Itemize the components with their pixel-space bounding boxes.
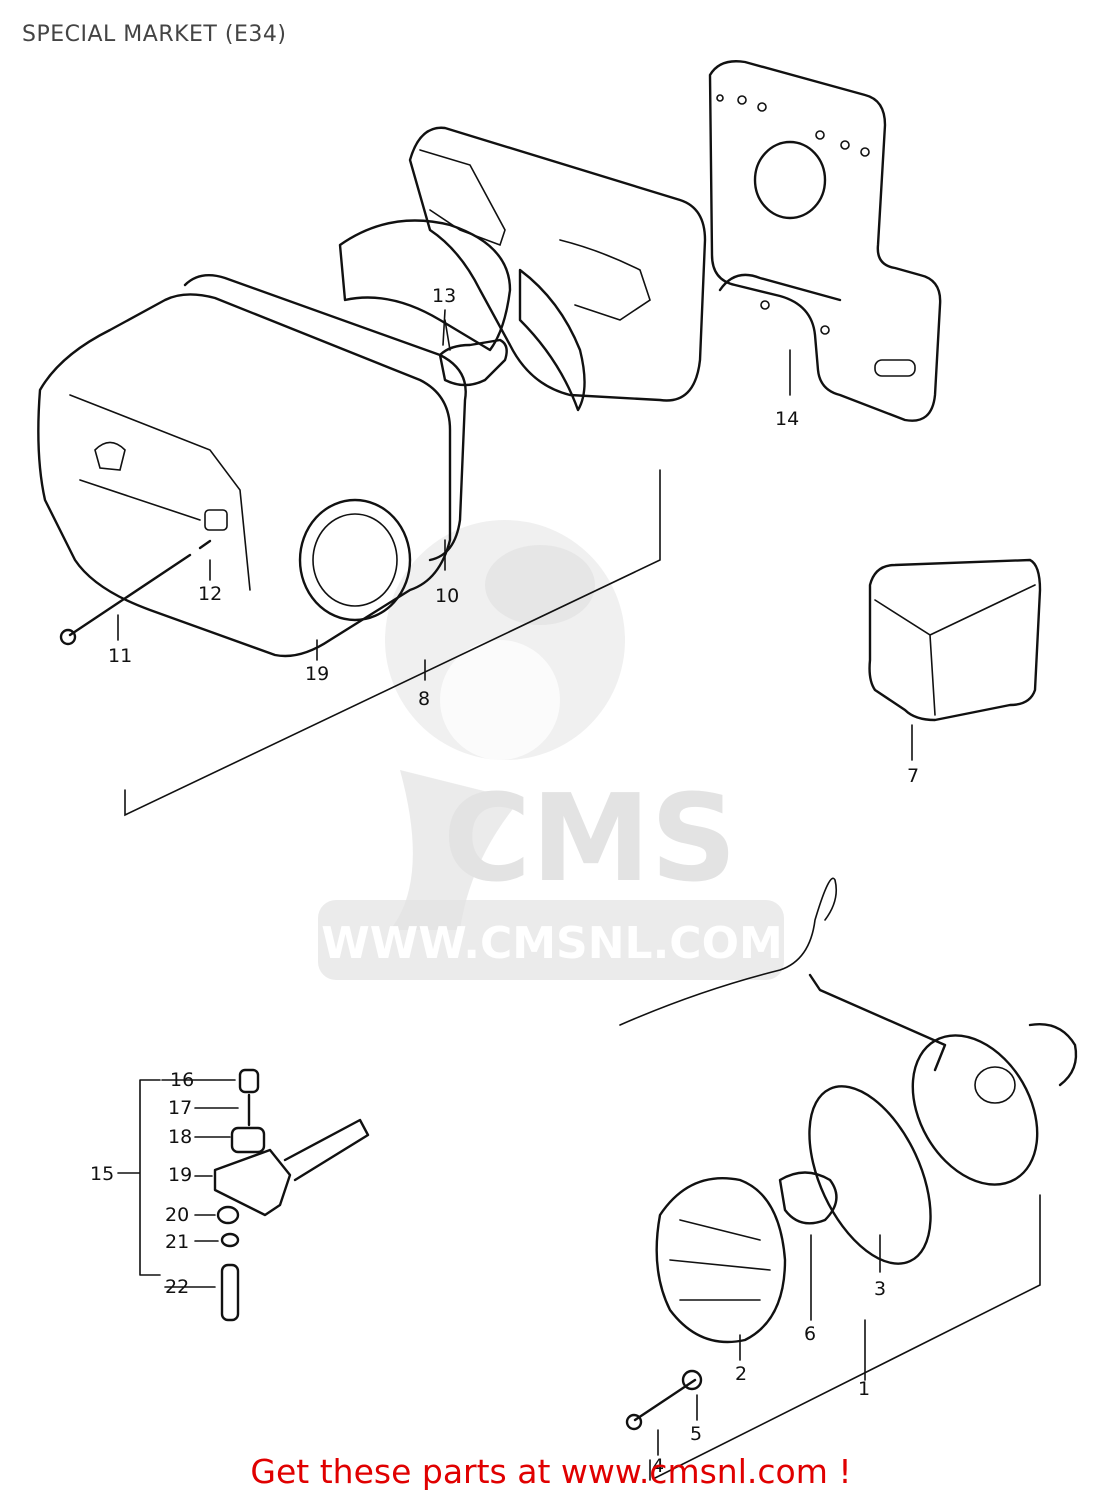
label-7: 7 — [907, 765, 919, 787]
label-15: 15 — [90, 1163, 114, 1185]
label-6: 6 — [804, 1323, 816, 1345]
part-14-bracket — [708, 60, 942, 422]
label-4: 4 — [652, 1455, 664, 1477]
label-11: 11 — [108, 645, 132, 667]
part-11-screw — [59, 539, 212, 646]
label-2: 2 — [735, 1363, 747, 1385]
page-title: SPECIAL MARKET (E34) — [22, 22, 287, 47]
group-bracket-8 — [124, 469, 661, 817]
part-13-socket — [438, 319, 508, 387]
watermark-url: WWW.CMSNL.COM — [321, 918, 783, 969]
label-21: 21 — [165, 1231, 189, 1253]
part-15-fitting — [117, 1068, 370, 1322]
label-10: 10 — [435, 585, 459, 607]
part-housing-back — [408, 126, 707, 402]
label-18: 18 — [168, 1126, 192, 1148]
label-20: 20 — [165, 1204, 189, 1226]
watermark: CMS WWW.CMSNL.COM — [318, 520, 784, 980]
part-labels: 13 14 10 12 11 19 8 7 16 17 18 15 19 20 … — [90, 285, 919, 1477]
label-19-top: 19 — [305, 663, 329, 685]
label-19-bottom: 19 — [168, 1164, 192, 1186]
leader-lines — [117, 309, 913, 1456]
label-8: 8 — [418, 688, 430, 710]
label-13: 13 — [432, 285, 456, 307]
label-22: 22 — [165, 1276, 189, 1298]
mascot-watermark-icon — [385, 520, 625, 930]
part-reflector — [338, 219, 586, 412]
part-8-lamp-body — [37, 274, 467, 658]
label-1: 1 — [858, 1378, 870, 1400]
promo-link[interactable]: Get these parts at www.cmsnl.com ! — [250, 1452, 852, 1491]
watermark-brand: CMS — [443, 770, 737, 909]
label-14: 14 — [775, 408, 799, 430]
label-17: 17 — [168, 1097, 192, 1119]
label-12: 12 — [198, 583, 222, 605]
label-5: 5 — [690, 1423, 702, 1445]
part-7-relay — [868, 558, 1042, 722]
part-1-rear-lamp — [619, 877, 1078, 1481]
label-16: 16 — [170, 1069, 194, 1091]
watermark-banner — [318, 900, 784, 980]
label-3: 3 — [874, 1278, 886, 1300]
